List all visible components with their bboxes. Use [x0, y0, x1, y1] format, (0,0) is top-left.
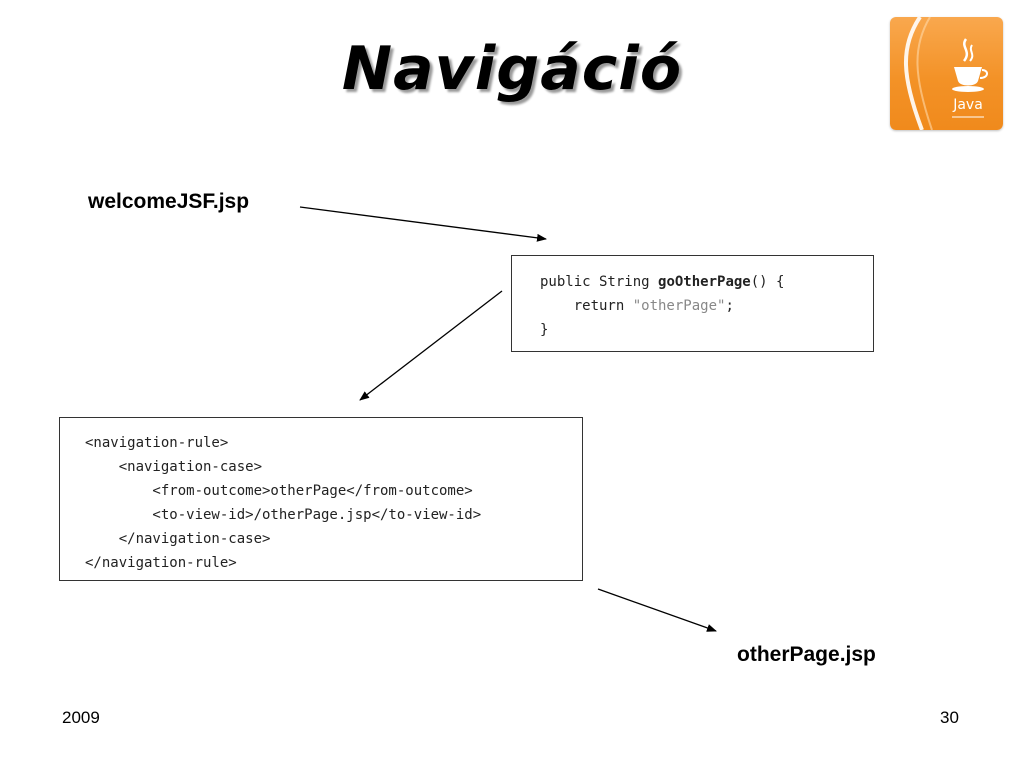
target-page-label: otherPage.jsp — [737, 643, 876, 666]
footer-year: 2009 — [62, 708, 100, 727]
code-line: <to-view-id>/otherPage.jsp</to-view-id> — [85, 507, 482, 523]
code-line: <from-outcome>otherPage</from-outcome> — [85, 483, 473, 499]
navigation-rule-code: <navigation-rule> <navigation-case> <fro… — [85, 431, 582, 575]
navigation-rule-code-box: <navigation-rule> <navigation-case> <fro… — [59, 417, 583, 581]
code-line: </navigation-case> — [85, 531, 271, 547]
code-line-1: public String goOtherPage() { — [540, 274, 785, 290]
code-line: </navigation-rule> — [85, 555, 237, 571]
code-line: <navigation-rule> — [85, 435, 229, 451]
return-string: "otherPage" — [632, 298, 726, 314]
java-logo-text: Java — [953, 97, 983, 113]
method-code: public String goOtherPage() { return "ot… — [540, 270, 873, 342]
arrow-welcome-to-method — [299, 206, 547, 242]
arrow-method-to-navrule — [359, 290, 503, 401]
code-line-2: return "otherPage"; — [540, 298, 734, 314]
java-cup-icon — [904, 17, 988, 130]
method-name: goOtherPage — [658, 274, 751, 290]
code-line-3: } — [540, 322, 549, 338]
source-page-label: welcomeJSF.jsp — [88, 190, 250, 213]
arrow-navrule-to-otherpage — [597, 588, 717, 632]
java-logo: Java — [890, 17, 1003, 130]
slide-title: Navigáció — [341, 34, 683, 104]
page-number: 30 — [940, 708, 959, 727]
code-line: <navigation-case> — [85, 459, 263, 475]
method-code-box: public String goOtherPage() { return "ot… — [511, 255, 874, 352]
